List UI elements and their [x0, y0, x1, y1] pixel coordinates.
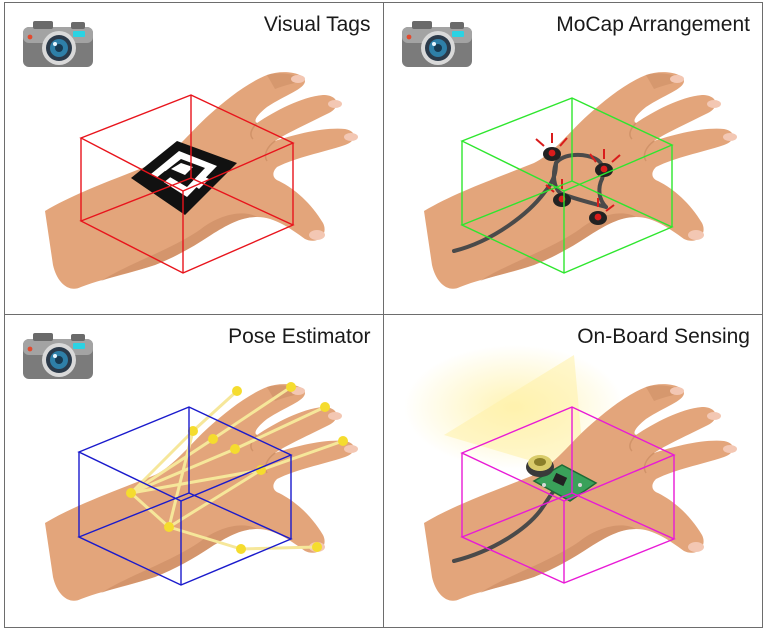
bounding-box-green — [459, 97, 674, 274]
panel-title: MoCap Arrangement — [556, 13, 750, 36]
camera-icon — [400, 17, 474, 74]
panel-title: On-Board Sensing — [577, 325, 750, 348]
panel-mocap-arrangement: MoCap Arrangement — [383, 3, 762, 315]
pose-estimator-scene — [44, 382, 359, 602]
panel-pose-estimator: Pose Estimator — [5, 315, 384, 627]
mocap-marker — [534, 133, 568, 161]
hand-keypoints — [126, 382, 348, 554]
bounding-box-red — [79, 94, 295, 274]
mocap-marker — [588, 198, 615, 225]
panel-title: Pose Estimator — [228, 325, 371, 348]
light-cone — [403, 345, 624, 469]
figure-grid: Visual Tags — [4, 2, 763, 628]
camera-icon — [21, 17, 95, 74]
bounding-box-magenta — [459, 406, 676, 584]
mocap-scene — [422, 71, 738, 290]
panel-title: Visual Tags — [263, 13, 371, 36]
panel-on-board-sensing: On-Board Sensing — [384, 315, 763, 627]
hand-illustration — [422, 71, 738, 290]
on-board-sensing-scene — [403, 345, 738, 602]
mocap-marker — [588, 149, 621, 177]
visual-tags-scene — [44, 71, 359, 290]
camera-icon — [21, 329, 95, 386]
panel-visual-tags: Visual Tags — [5, 3, 384, 315]
sensor-lens — [525, 455, 554, 477]
cable — [451, 489, 556, 563]
bounding-box-blue — [77, 406, 293, 586]
